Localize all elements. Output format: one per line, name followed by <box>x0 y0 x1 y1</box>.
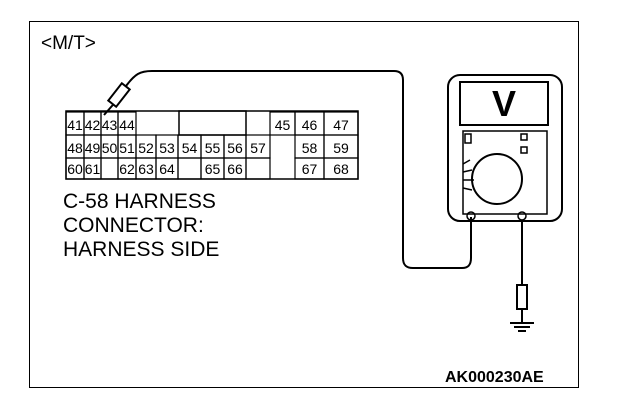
pin-label-58: 58 <box>302 140 318 156</box>
lead-wire <box>125 70 472 269</box>
multimeter <box>447 74 563 222</box>
meter-mode-button <box>464 133 472 144</box>
connector-key-block <box>178 110 247 136</box>
pin-label-57: 57 <box>250 140 266 156</box>
pin-label-67: 67 <box>302 161 318 177</box>
pin-label-51: 51 <box>119 140 135 156</box>
caption-line-2: CONNECTOR: <box>63 214 204 237</box>
pin-label-66: 66 <box>227 161 243 177</box>
meter-terminal-left <box>466 211 476 221</box>
pin-label-63: 63 <box>138 161 154 177</box>
pin-label-54: 54 <box>182 140 198 156</box>
meter-terminal-right <box>517 211 527 221</box>
pin-label-68: 68 <box>333 161 349 177</box>
pin-label-55: 55 <box>205 140 221 156</box>
meter-dial-scale <box>462 159 474 191</box>
pin-label-64: 64 <box>159 161 175 177</box>
pin-label-47: 47 <box>333 117 349 133</box>
pin-label-42: 42 <box>85 117 101 133</box>
pin-label-61: 61 <box>85 161 101 177</box>
pin-cell-68 <box>323 157 359 180</box>
transmission-variant-label: <M/T> <box>41 33 96 54</box>
pin-label-60: 60 <box>67 161 83 177</box>
meter-body <box>447 74 563 222</box>
caption-line-3: HARNESS SIDE <box>63 238 220 261</box>
meter-display <box>459 81 549 126</box>
pin-label-65: 65 <box>205 161 221 177</box>
test-lead-ground <box>510 220 534 332</box>
meter-range-button-2 <box>520 146 528 154</box>
probe-handle <box>106 81 132 109</box>
meter-rotary-dial <box>471 153 523 205</box>
ground-symbol-icon <box>510 322 534 332</box>
pin-label-48: 48 <box>67 140 83 156</box>
meter-range-button-1 <box>520 133 528 141</box>
pin-label-43: 43 <box>102 117 118 133</box>
pin-label-50: 50 <box>102 140 118 156</box>
meter-panel <box>462 130 548 215</box>
caption-line-1: C-58 HARNESS <box>63 190 216 213</box>
pin-label-41: 41 <box>67 117 83 133</box>
pin-label-44: 44 <box>119 117 135 133</box>
connector-caption: C-58 HARNESS CONNECTOR: HARNESS SIDE <box>63 190 219 262</box>
ground-probe-handle <box>516 284 528 310</box>
meter-display-symbol: V <box>492 83 516 124</box>
pin-label-46: 46 <box>302 117 318 133</box>
pin-label-56: 56 <box>227 140 243 156</box>
part-code: AK000230AE <box>445 369 544 386</box>
pin-cell-empty <box>100 157 119 180</box>
pin-cell-empty <box>177 157 202 180</box>
test-lead-red <box>103 70 472 269</box>
diagram-frame <box>29 21 579 388</box>
pin-label-45: 45 <box>275 117 291 133</box>
pin-cell-empty <box>245 157 271 180</box>
pin-label-59: 59 <box>333 140 349 156</box>
pin-label-53: 53 <box>159 140 175 156</box>
pin-label-52: 52 <box>138 140 154 156</box>
pin-label-49: 49 <box>85 140 101 156</box>
pin-label-62: 62 <box>119 161 135 177</box>
